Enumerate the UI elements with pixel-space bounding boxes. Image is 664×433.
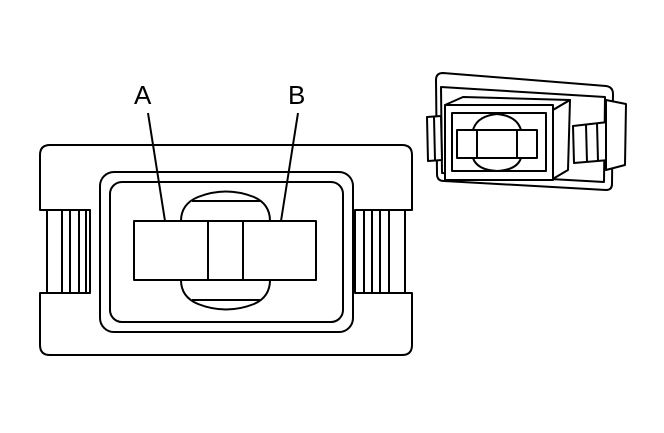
iso-lower-arch xyxy=(472,157,522,172)
connector-front-view xyxy=(39,144,413,356)
iso-upper-arch xyxy=(472,113,522,131)
terminal-b xyxy=(242,220,317,281)
upper-arch xyxy=(180,190,271,222)
leader-line-b xyxy=(280,112,299,222)
callout-b: B xyxy=(288,80,305,110)
iso-right-ledge xyxy=(605,99,627,171)
lower-arch xyxy=(180,279,271,311)
callout-a: A xyxy=(134,80,152,110)
iso-right-tab xyxy=(572,121,610,164)
leader-line-a xyxy=(147,112,166,222)
terminal-center xyxy=(207,220,244,281)
right-latch xyxy=(354,209,406,294)
terminal-a xyxy=(133,220,209,281)
left-latch xyxy=(46,209,91,294)
connector-isometric-view xyxy=(426,72,627,191)
iso-terminal-block xyxy=(456,129,538,159)
